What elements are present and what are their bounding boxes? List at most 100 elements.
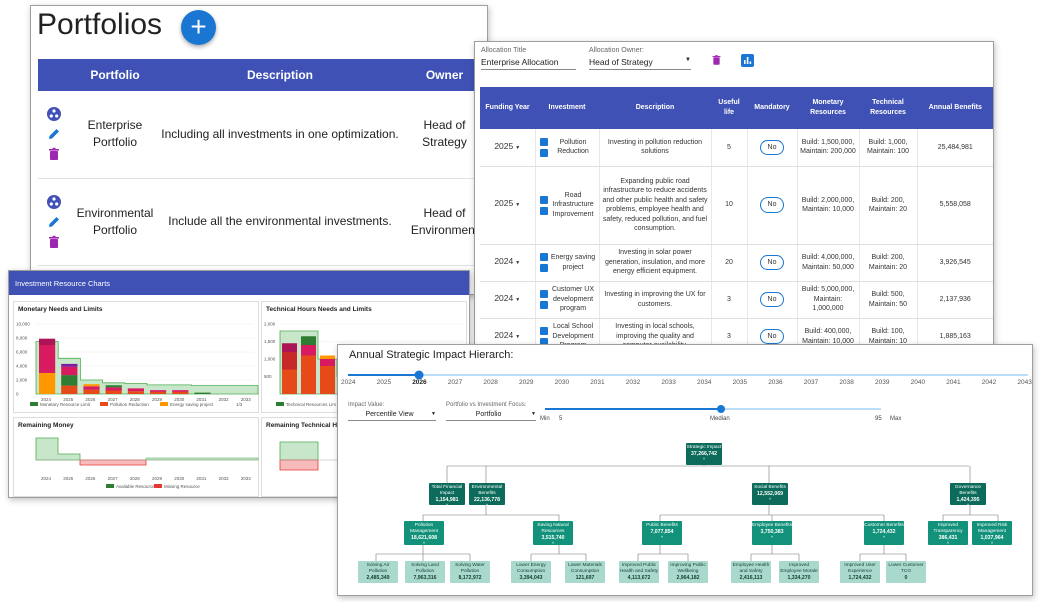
funding-year-select[interactable]: 2024 bbox=[494, 255, 514, 266]
expand-caret-icon[interactable]: ^ bbox=[768, 498, 772, 503]
bar-segment[interactable] bbox=[282, 343, 297, 352]
edit-icon[interactable] bbox=[47, 215, 61, 229]
bar-segment[interactable] bbox=[83, 389, 100, 394]
bar-segment[interactable] bbox=[83, 384, 100, 387]
expand-caret-icon[interactable]: ^ bbox=[422, 542, 426, 547]
funding-year-cell[interactable]: 2025 ▼ bbox=[480, 166, 536, 245]
bar-segment[interactable] bbox=[83, 386, 100, 390]
mandatory-toggle[interactable]: No bbox=[759, 328, 785, 345]
bar-segment[interactable] bbox=[39, 373, 56, 394]
timeline-year[interactable]: 2032 bbox=[625, 379, 641, 386]
impact-value-select[interactable]: Percentile View▼ bbox=[348, 408, 436, 421]
timeline-year[interactable]: 2028 bbox=[483, 379, 498, 386]
column-header-description[interactable]: Description bbox=[160, 59, 400, 91]
delete-icon[interactable] bbox=[47, 147, 61, 161]
column-header-mandatory[interactable]: Mandatory bbox=[747, 87, 797, 129]
bar-segment[interactable] bbox=[39, 345, 56, 373]
bar-segment[interactable] bbox=[301, 336, 316, 345]
column-header-useful-life[interactable]: Useful life bbox=[711, 87, 747, 129]
bar-segment[interactable] bbox=[320, 355, 335, 360]
bar-segment[interactable] bbox=[172, 390, 189, 392]
timeline-year[interactable]: 2027 bbox=[447, 379, 463, 386]
timeline-year[interactable]: 2036 bbox=[768, 379, 783, 386]
timeline-year[interactable]: 2041 bbox=[946, 379, 961, 386]
funding-year-select[interactable]: 2025 bbox=[494, 140, 514, 151]
funding-year-select[interactable]: 2024 bbox=[494, 329, 514, 340]
expand-caret-icon[interactable]: ^ bbox=[946, 542, 950, 547]
bar-segment[interactable] bbox=[150, 390, 167, 392]
timeline-thumb[interactable] bbox=[414, 370, 424, 380]
timeline-year[interactable]: 2024 bbox=[341, 379, 356, 386]
chart-icon[interactable] bbox=[539, 290, 548, 298]
slider-thumb[interactable] bbox=[717, 405, 725, 413]
bar-segment[interactable] bbox=[301, 345, 316, 356]
allocation-title-input[interactable]: Enterprise Allocation bbox=[481, 54, 576, 70]
bar-segment[interactable] bbox=[61, 385, 78, 394]
timeline-year[interactable]: 2025 bbox=[376, 379, 392, 386]
bar-segment[interactable] bbox=[105, 385, 122, 388]
expand-caret-icon[interactable]: ^ bbox=[966, 504, 970, 509]
bar-segment[interactable] bbox=[105, 390, 122, 395]
column-header-technical[interactable]: Technical Resources bbox=[859, 87, 917, 129]
bar-segment[interactable] bbox=[320, 359, 335, 366]
bar-segment[interactable] bbox=[61, 363, 78, 367]
column-header-investment[interactable]: Investment bbox=[535, 87, 599, 129]
search-icon[interactable] bbox=[539, 301, 548, 309]
chart-icon[interactable] bbox=[539, 327, 548, 335]
timeline-year[interactable]: 2034 bbox=[697, 379, 712, 386]
column-header-portfolio[interactable]: Portfolio bbox=[70, 59, 160, 91]
bar-segment[interactable] bbox=[39, 338, 56, 345]
search-icon[interactable] bbox=[539, 148, 548, 157]
delete-icon[interactable] bbox=[711, 53, 722, 67]
column-header-monetary[interactable]: Monetary Resources bbox=[797, 87, 859, 129]
focus-select[interactable]: Portfolio▼ bbox=[446, 408, 536, 421]
expand-caret-icon[interactable]: ^ bbox=[770, 536, 774, 541]
allocation-owner-select[interactable]: Head of Strategy▼ bbox=[589, 54, 691, 70]
timeline-year[interactable]: 2039 bbox=[875, 379, 890, 386]
search-icon[interactable] bbox=[539, 264, 548, 272]
bar-segment[interactable] bbox=[282, 369, 297, 395]
timeline-year[interactable]: 2033 bbox=[661, 379, 676, 386]
funding-year-select[interactable]: 2025 bbox=[494, 198, 514, 209]
bar-segment[interactable] bbox=[150, 391, 167, 394]
edit-icon[interactable] bbox=[47, 127, 61, 141]
focus-field[interactable]: Portfolio vs Investment Focus: Portfolio… bbox=[446, 402, 536, 421]
timeline-year[interactable]: 2030 bbox=[554, 379, 570, 386]
chart-icon[interactable] bbox=[741, 54, 754, 67]
timeline-year[interactable]: 2037 bbox=[803, 379, 819, 386]
search-icon[interactable] bbox=[539, 206, 548, 215]
expand-caret-icon[interactable]: ^ bbox=[702, 458, 706, 463]
bar-segment[interactable] bbox=[61, 375, 78, 386]
hierarchy-icon[interactable] bbox=[47, 107, 61, 122]
delete-icon[interactable] bbox=[47, 235, 61, 249]
allocation-owner-field[interactable]: Allocation Owner: Head of Strategy▼ bbox=[589, 47, 691, 70]
expand-caret-icon[interactable]: ^ bbox=[990, 542, 994, 547]
bar-segment[interactable] bbox=[61, 366, 78, 376]
mandatory-toggle[interactable]: No bbox=[759, 197, 785, 213]
timeline-year[interactable]: 2026 bbox=[412, 379, 427, 386]
bar-segment[interactable] bbox=[320, 366, 335, 394]
funding-year-cell[interactable]: 2024 ▼ bbox=[480, 244, 536, 282]
bar-segment[interactable] bbox=[282, 352, 297, 370]
timeline-track[interactable] bbox=[338, 345, 1033, 596]
chart-icon[interactable] bbox=[539, 195, 548, 204]
